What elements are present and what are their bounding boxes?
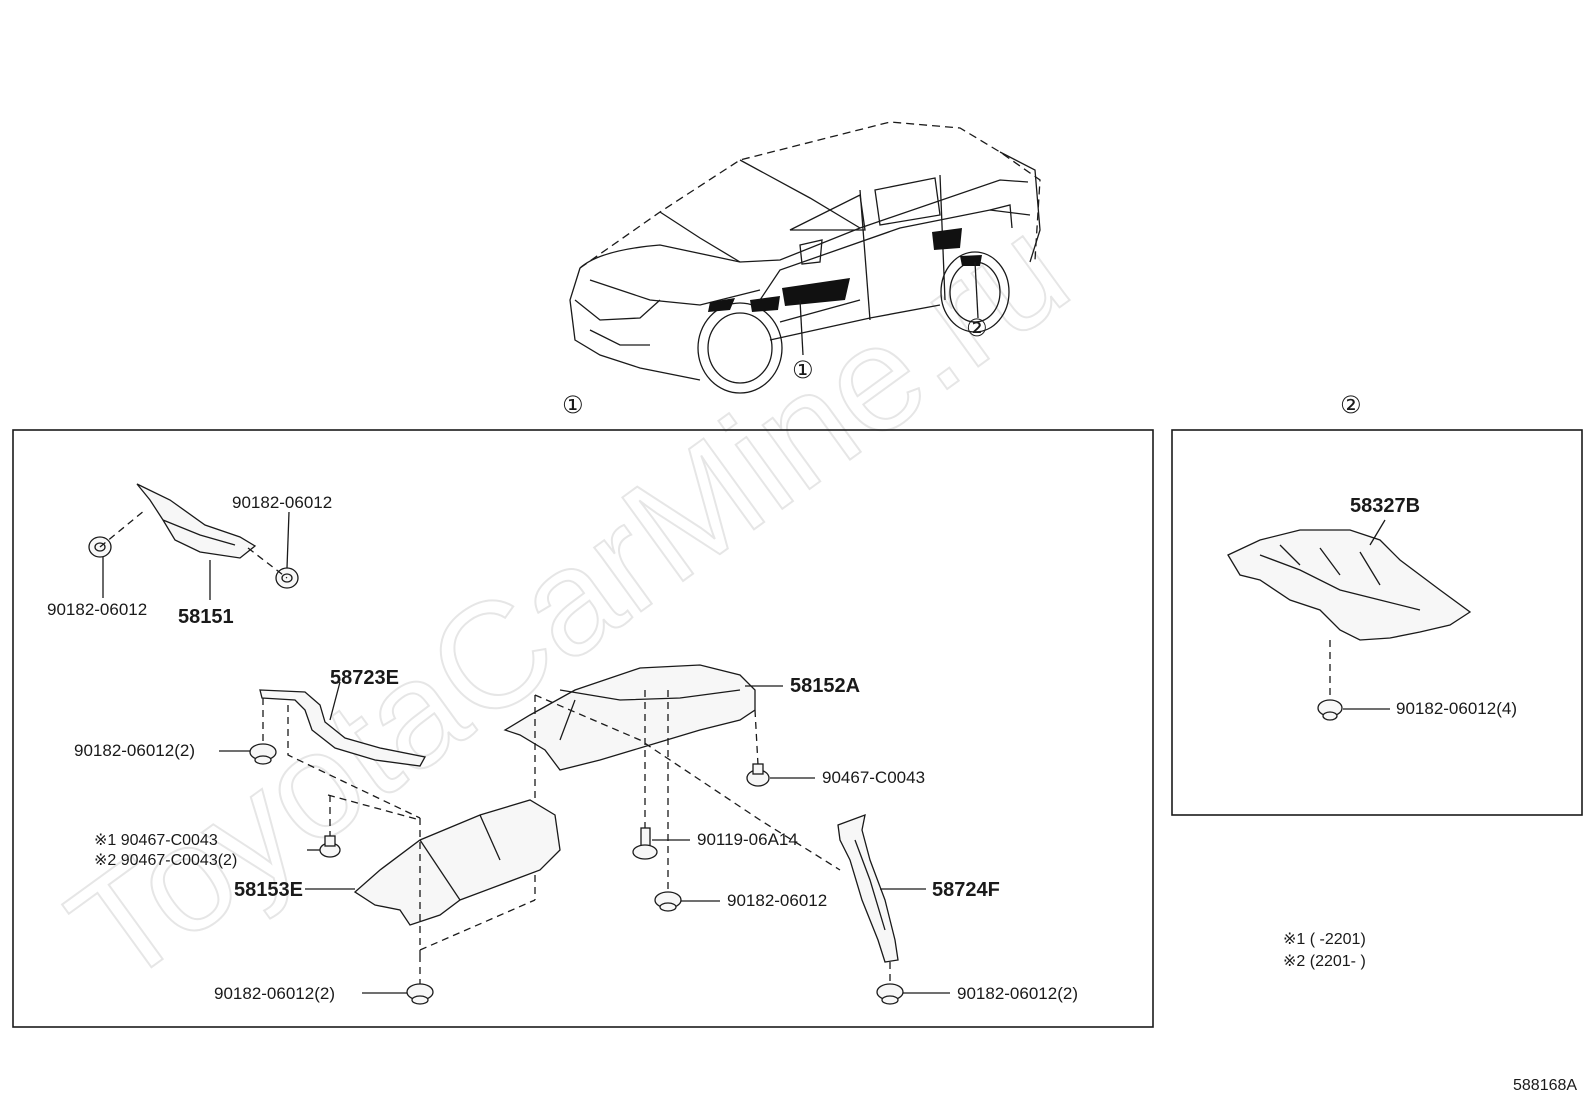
label-58153E-clip: 90182-06012(2): [214, 984, 335, 1003]
index-marker-1-vehicle: ①: [792, 356, 814, 384]
label-58153E: 58153E: [234, 879, 303, 901]
label-58151-clip-left: 90182-06012: [47, 600, 147, 619]
figure-code: 588168A: [1513, 1077, 1577, 1094]
label-58152A-clip-right: 90467-C0043: [822, 768, 925, 787]
note-2: ※2 (2201- ): [1283, 953, 1366, 970]
label-58327B: 58327B: [1350, 495, 1420, 517]
label-58152A: 58152A: [790, 675, 860, 697]
index-marker-2-vehicle: ②: [966, 314, 988, 342]
label-58724F-clip: 90182-06012(2): [957, 984, 1078, 1003]
label-58151-clip-right: 90182-06012: [232, 493, 332, 512]
label-58152A-clip-bottom: 90182-06012: [727, 891, 827, 910]
label-58723E-clip: 90182-06012(2): [74, 741, 195, 760]
label-58153E-note2: ※2 90467-C0043(2): [94, 852, 237, 869]
note-1: ※1 ( -2201): [1283, 931, 1366, 948]
label-58152A-bolt: 90119-06A14: [697, 830, 798, 849]
label-58724F: 58724F: [932, 879, 1000, 901]
label-58151: 58151: [178, 606, 234, 628]
part-58152A-shape: [505, 665, 840, 911]
label-58153E-note1: ※1 90467-C0043: [94, 832, 218, 849]
section-marker-1: ①: [562, 391, 584, 419]
label-58327B-clip: 90182-06012(4): [1396, 699, 1517, 718]
section-marker-2: ②: [1340, 391, 1362, 419]
label-58723E: 58723E: [330, 667, 399, 689]
part-58724F-shape: [838, 815, 950, 1004]
part-58327B-shape: [1228, 520, 1470, 720]
